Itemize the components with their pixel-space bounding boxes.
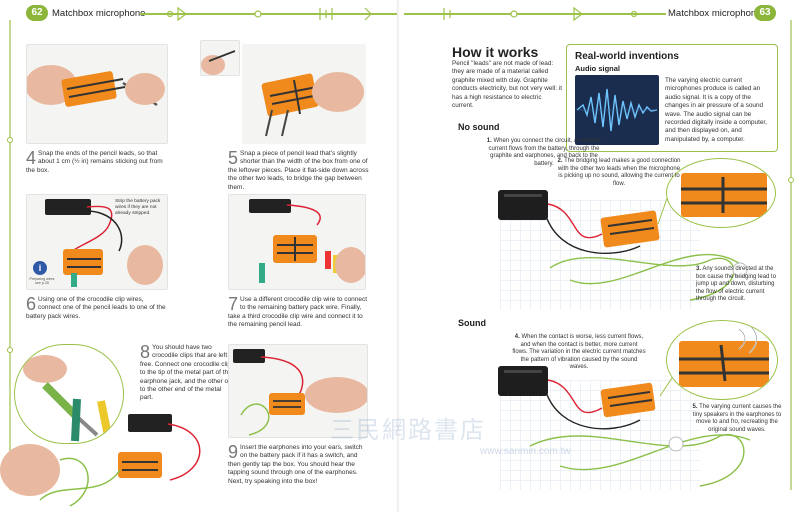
step-4-number: 4 — [26, 148, 37, 168]
photo-note-strip-wires: Strip the battery pack wires if they are… — [115, 199, 161, 216]
real-world-box: Real-world inventions Audio signal The v… — [566, 44, 778, 152]
step-4-text: Snap the ends of the pencil leads, so th… — [26, 150, 163, 174]
closeup-box-illustration-top — [681, 173, 767, 217]
callout-1-text: When you connect the circuit, an electri… — [488, 138, 602, 167]
photo-step-4 — [26, 44, 168, 144]
callout-1: 1. When you connect the circuit, an elec… — [486, 138, 602, 168]
no-sound-heading: No sound — [458, 122, 500, 132]
running-title-left: Matchbox microphone — [52, 8, 146, 19]
photo-step-8-jack-closeup — [14, 344, 124, 444]
sound-heading: Sound — [458, 318, 486, 328]
lead-snap-inset-illustration — [201, 50, 236, 75]
margin-circuit-right — [788, 20, 794, 490]
callout-3: 3. Any sounds directed at the box cause … — [696, 266, 780, 304]
real-world-subtitle: Audio signal — [575, 64, 620, 73]
step-7-text: Use a different crocodile clip wire to c… — [228, 296, 368, 329]
sound-circuit-diagram — [498, 365, 751, 487]
battery-clip-illustration — [45, 199, 163, 287]
step-6-number: 6 — [26, 294, 37, 314]
callout-2-number: 2. — [557, 158, 563, 164]
photo-step-5-inset — [200, 40, 240, 76]
callout-2: 2. The bridging lead makes a good connec… — [556, 158, 682, 188]
callout-5-text: The varying current causes the tiny spea… — [692, 404, 782, 433]
sound-grid-bg — [500, 380, 700, 490]
photo-step-6: Strip the battery pack wires if they are… — [26, 194, 168, 290]
bridge-lead-closeup-bottom — [666, 320, 778, 400]
photo-step-9 — [228, 344, 368, 438]
step-8-number: 8 — [140, 342, 151, 362]
step-9-number: 9 — [228, 442, 239, 462]
info-icon-note: Preparing wires see p.28 — [29, 277, 55, 286]
step-9: 9 Insert the earphones into your ears, s… — [228, 442, 370, 486]
left-header: 62 Matchbox microphone — [0, 0, 400, 22]
waveform-graphic — [576, 88, 658, 132]
callout-1-number: 1. — [486, 138, 492, 144]
step-6: 6 Using one of the crocodile clip wires,… — [26, 294, 168, 321]
step-4: 4 Snap the ends of the pencil leads, so … — [26, 148, 166, 175]
bridge-lead-closeup-top — [666, 158, 776, 228]
audio-waveform-screen — [575, 75, 659, 145]
photo-step-5 — [242, 44, 366, 144]
step-9-text: Insert the earphones into your ears, swi… — [228, 444, 363, 485]
page-number-left: 62 — [26, 5, 48, 21]
left-page: 62 Matchbox microphone 4 Snap the ends o… — [0, 0, 400, 510]
callout-4: 4. When the contact is worse, less curre… — [512, 334, 646, 372]
how-it-works-heading: How it works — [452, 44, 539, 60]
step-5: 5 Snap a piece of pencil lead that's sli… — [228, 148, 370, 192]
photo-step-7 — [228, 194, 366, 290]
photo-step-8-assembly — [0, 410, 220, 510]
circuit-symbols-left — [166, 6, 372, 22]
callout-5-number: 5. — [692, 404, 698, 410]
step-7-number: 7 — [228, 294, 239, 314]
watermark-text: 三民網路書店 — [330, 416, 486, 444]
full-assembly-illustration — [0, 414, 201, 507]
callout-3-number: 3. — [696, 266, 702, 272]
step-6-text: Using one of the crocodile clip wires, c… — [26, 296, 166, 320]
real-world-title: Real-world inventions — [575, 51, 679, 62]
step-5-number: 5 — [228, 148, 239, 168]
circuit-decoration-left — [140, 13, 398, 15]
three-clip-wires-illustration — [249, 199, 365, 283]
step-5-text: Snap a piece of pencil lead that's sligh… — [228, 150, 369, 191]
callout-4-text: When the contact is worse, less current … — [512, 334, 646, 371]
step-8: 8 You should have two crocodile clips th… — [140, 342, 236, 403]
watermark-url: www.sanmin.com.tw — [480, 446, 571, 457]
right-page: Matchbox microphone 63 How it works Penc… — [400, 0, 800, 512]
bridge-lead-illustration — [261, 72, 364, 137]
right-header: Matchbox microphone 63 — [400, 0, 800, 22]
running-title-right: Matchbox microphone — [668, 8, 762, 19]
callout-4-number: 4. — [514, 334, 520, 340]
no-sound-circuit-diagram — [498, 189, 748, 301]
step-7: 7 Use a different crocodile clip wire to… — [228, 294, 370, 330]
margin-circuit-left — [7, 20, 13, 490]
tapping-box-illustration — [233, 349, 367, 436]
circuit-decoration-right — [404, 13, 666, 15]
callout-5: 5. The varying current causes the tiny s… — [690, 404, 784, 434]
closeup-box-vibration-illustration — [679, 324, 769, 387]
page-number-right: 63 — [754, 5, 776, 21]
circuit-symbols-right — [443, 6, 638, 22]
step-8-text: You should have two crocodile clips that… — [140, 344, 236, 402]
callout-2-text: The bridging lead makes a good connectio… — [557, 158, 681, 187]
info-icon: i — [33, 261, 47, 275]
real-world-text: The varying electric current microphones… — [665, 77, 767, 143]
intro-text: Pencil "leads" are not made of lead: the… — [452, 60, 562, 110]
callout-3-text: Any sounds directed at the box cause the… — [696, 266, 777, 303]
hands-box-leads-illustration — [27, 65, 165, 107]
